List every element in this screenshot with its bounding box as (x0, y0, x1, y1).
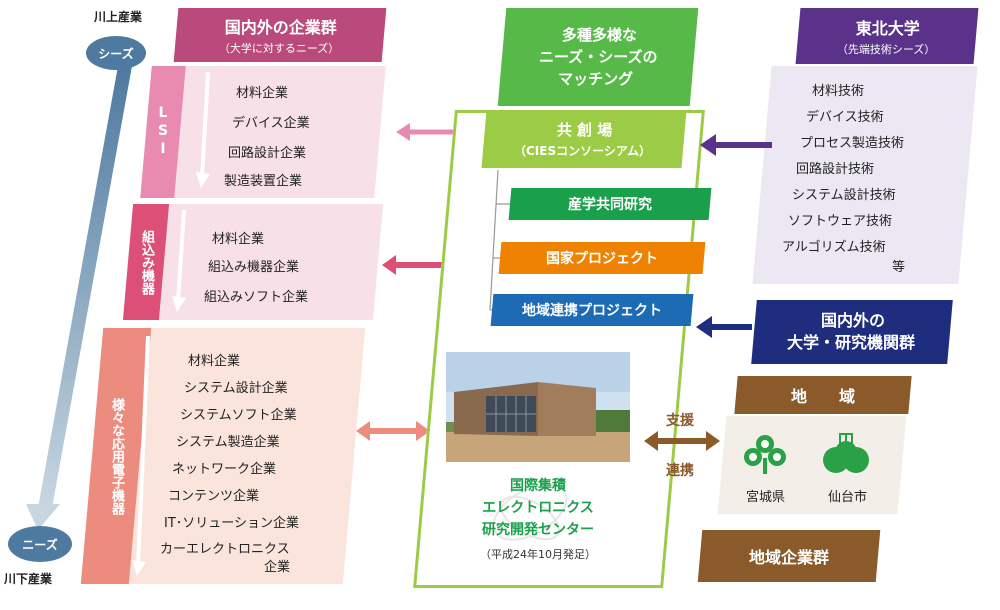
lsi-down-arrow (196, 72, 210, 188)
companies-header: 国内外の企業群 （大学に対するニーズ） (173, 8, 387, 62)
matching-line-1: 多種多様な (562, 26, 638, 44)
univ-group-arrow (696, 316, 752, 338)
embedded-tag-label: 組込み機器 (138, 229, 154, 295)
list-item: 材料技術 (812, 84, 865, 99)
list-item: 組込みソフト企業 (204, 290, 309, 305)
applied-tag-label: 様々な応用電子機器 (108, 397, 124, 515)
upstream-label: 川上産業 (94, 10, 143, 24)
list-item: 材料企業 (188, 354, 241, 369)
list-item: ネットワーク企業 (172, 462, 277, 477)
list-item: デバイス企業 (232, 116, 310, 131)
miyagi-label: 宮城県 (746, 490, 786, 505)
univ-group-box: 国内外の 大学・研究機関群 (751, 300, 953, 364)
list-item: システム製造企業 (176, 435, 280, 450)
needs-badge: ニーズ (8, 526, 72, 562)
univ-group-line: 大学・研究機関群 (787, 333, 916, 352)
sendai-label: 仙台市 (828, 490, 868, 505)
regional-companies-label: 地域企業群 (748, 548, 829, 567)
regional-companies-box: 地域企業群 (697, 530, 881, 582)
list-item: 材料企業 (212, 232, 265, 247)
companies-header-title: 国内外の企業群 (224, 18, 337, 37)
list-item: 回路設計企業 (228, 146, 307, 161)
project-label: 産学共同研究 (568, 197, 652, 213)
seeds-badge: シーズ (86, 36, 146, 70)
support-label: 支援 (666, 413, 694, 429)
project-regional: 地域連携プロジェクト (490, 294, 694, 326)
decorative-swirl (492, 483, 568, 541)
downstream-label: 川下産業 (4, 572, 53, 586)
list-item: カーエレクトロニクス (160, 542, 290, 557)
tohoku-title: 東北大学 (855, 19, 920, 38)
univ-group-line: 国内外の (820, 311, 885, 330)
tohoku-sub: （先端技術シーズ） (836, 43, 936, 56)
kyosoba-header: 共 創 場 （CIESコンソーシアム） (481, 110, 687, 168)
list-item: IT･ソリューション企業 (164, 516, 300, 531)
project-label: 国家プロジェクト (546, 251, 658, 267)
list-item: デバイス技術 (806, 110, 884, 125)
list-item: アルゴリズム技術 (782, 240, 886, 255)
list-item: 組込み機器企業 (208, 260, 300, 275)
center-date: （平成24年10月発足） (480, 548, 596, 561)
embedded-down-arrow (172, 210, 186, 312)
miyagi-emblem-icon (744, 435, 786, 474)
kyosoba-sub: （CIESコンソーシアム） (514, 144, 652, 158)
center-name-line: エレクトロニクス (482, 500, 594, 516)
list-item: ソフトウェア技術 (788, 214, 893, 229)
project-industry-academia: 産学共同研究 (508, 188, 712, 220)
project-label: 地域連携プロジェクト (522, 303, 662, 319)
matching-line-3: マッチング (558, 70, 634, 88)
list-item: システム設計技術 (792, 188, 896, 203)
list-item: 企業 (264, 560, 291, 575)
list-item: システムソフト企業 (180, 408, 297, 423)
tohoku-arrow (700, 134, 772, 156)
matching-box: 多種多様な ニーズ・シーズの マッチング (497, 8, 699, 106)
list-item: システム設計企業 (184, 381, 288, 396)
region-header: 地 域 (734, 376, 912, 414)
region-double-arrow (644, 431, 720, 451)
project-national: 国家プロジェクト (498, 242, 706, 274)
applied-down-arrow (132, 336, 150, 576)
list-item: コンテンツ企業 (168, 489, 260, 504)
matching-line-2: ニーズ・シーズの (538, 48, 658, 66)
list-item: プロセス製造技術 (800, 136, 905, 151)
tohoku-header: 東北大学 （先端技術シーズ） (795, 8, 979, 64)
link-label: 連携 (666, 463, 694, 479)
companies-header-sub: （大学に対するニーズ） (218, 42, 340, 55)
list-item: 回路設計技術 (796, 162, 875, 177)
region-title: 地 域 (790, 387, 855, 406)
seeds-needs-axis (26, 66, 132, 530)
list-item: 等 (892, 260, 906, 275)
kyosoba-title: 共 創 場 (557, 121, 613, 139)
applied-double-arrow (356, 421, 430, 441)
center-name: 国際集積 エレクトロニクス 研究開発センター (440, 472, 636, 544)
list-item: 材料企業 (236, 86, 289, 101)
center-name-line: 研究開発センター (482, 522, 594, 538)
center-building-photo (446, 352, 630, 462)
list-item: 製造装置企業 (224, 174, 303, 189)
sendai-emblem-icon (823, 433, 869, 473)
lsi-tag-label: LSI (155, 105, 171, 159)
center-name-line: 国際集積 (510, 478, 566, 494)
